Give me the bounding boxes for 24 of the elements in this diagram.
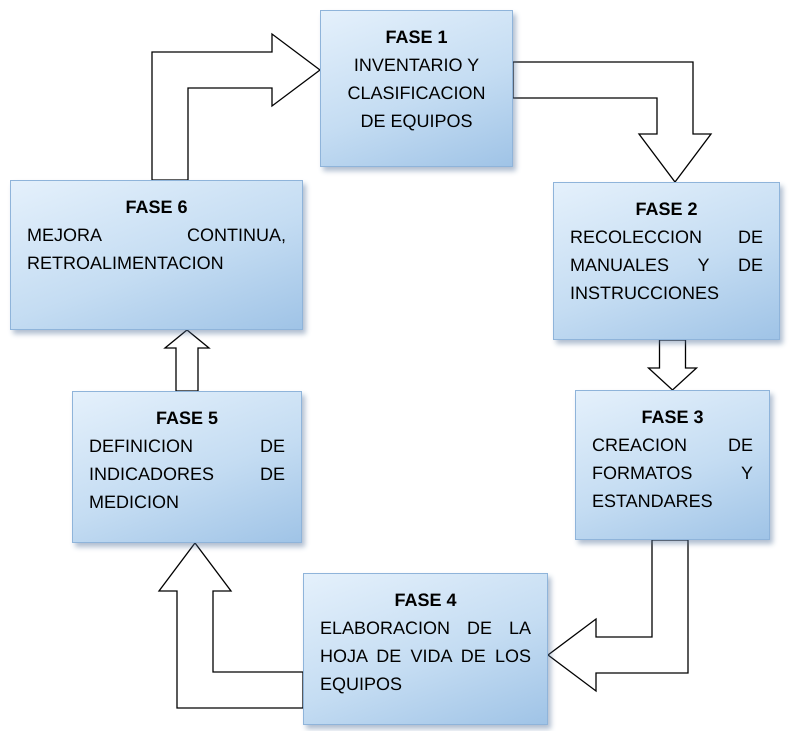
phase-box	[303, 573, 548, 725]
phase-box	[320, 10, 513, 167]
phase-title: FASE 5	[154, 408, 220, 429]
phase-description: RECOLECCION DE MANUALES Y DE INSTRUCCIONES	[570, 226, 763, 305]
phase-title: FASE 3	[640, 407, 705, 428]
phase-title: FASE 2	[634, 199, 699, 220]
phase-description: CREACION DE FORMATOS Y ESTANDARES	[592, 434, 753, 513]
block-arrow	[512, 61, 712, 184]
phase-description: MEJORA CONTINUA, RETROALIMENTACION	[27, 224, 286, 275]
phase-description: INVENTARIO Y CLASIFICACION DE EQUIPOS	[346, 54, 487, 133]
phase-title: FASE 1	[384, 27, 449, 48]
phase-title: FASE 4	[393, 590, 458, 611]
block-arrow	[646, 339, 698, 391]
phase-box	[575, 390, 770, 540]
phase-description: DEFINICION DE INDICADORES DE MEDICION	[89, 435, 285, 514]
phase-box	[10, 180, 303, 330]
phase-description: ELABORACION DE LA HOJA DE VIDA DE LOS EQUIPOS	[320, 617, 531, 696]
block-arrow	[546, 539, 689, 692]
block-arrow	[151, 32, 322, 181]
phase-box	[553, 182, 780, 340]
phase-title: FASE 6	[124, 197, 189, 218]
block-arrow	[158, 542, 304, 709]
phase-box	[72, 391, 302, 543]
block-arrow	[163, 329, 211, 392]
